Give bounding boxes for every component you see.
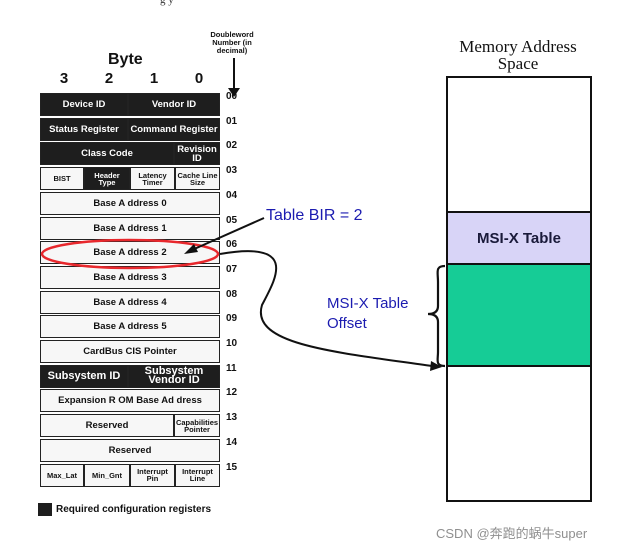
down-arrow-icon [228, 58, 240, 97]
register-base-a-ddress-3: Base A ddress 3 [40, 265, 220, 289]
register-base-a-ddress-4: Base A ddress 4 [40, 290, 220, 314]
register-bist: BIST [40, 167, 84, 191]
doubleword-number-15: 15 [226, 461, 238, 473]
doubleword-number-label: Doubleword Number (in decimal) [210, 30, 254, 55]
register-expansion-r-om-base-ad-dress: Expansion R OM Base Ad dress [40, 389, 220, 413]
register-reserved: Reserved [40, 438, 220, 462]
table-bir-arrowhead [184, 244, 198, 254]
register-row-09: Base A ddress 5 [40, 315, 220, 339]
byte-number-3: 3 [59, 70, 69, 87]
doubleword-number-06: 06 [226, 239, 238, 251]
doubleword-number-02: 02 [226, 140, 238, 152]
register-row-14: Reserved [40, 438, 220, 463]
register-subsystem-id: Subsystem ID [40, 364, 128, 388]
register-cache-line-size: Cache Line Size [175, 167, 220, 191]
base-address-2-highlight-ellipse [40, 238, 220, 270]
doubleword-number-04: 04 [226, 189, 238, 201]
register-cardbus-cis-pointer: CardBus CIS Pointer [40, 340, 220, 363]
register-revision-id: Revision ID [174, 142, 220, 166]
offset-label-line-2: Offset [327, 315, 367, 332]
byte-header-title: Byte [108, 51, 143, 68]
byte-number-0: 0 [194, 70, 204, 87]
table-bir-arrow [191, 217, 265, 251]
msix-table-offset-region [446, 263, 592, 367]
register-row-07: Base A ddress 3 [40, 265, 220, 290]
register-base-a-ddress-2: Base A ddress 2 [40, 241, 220, 265]
register-row-08: Base A ddress 4 [40, 290, 220, 315]
offset-curve-arrowhead [430, 361, 442, 371]
register-status-register: Status Register [40, 117, 128, 141]
register-command-register: Command Register [128, 117, 220, 141]
register-latency-timer: Latency Timer [130, 167, 175, 191]
doubleword-number-08: 08 [226, 288, 238, 300]
caption-fragment: g y [160, 0, 174, 6]
doubleword-number-13: 13 [226, 412, 238, 424]
doubleword-number-01: 01 [226, 115, 238, 127]
msix-table-block: MSI-X Table [446, 211, 592, 265]
register-base-a-ddress-5: Base A ddress 5 [40, 315, 220, 339]
doubleword-number-03: 03 [226, 165, 238, 177]
register-min-gnt: Min_Gnt [84, 463, 130, 487]
doubleword-number-12: 12 [226, 387, 238, 399]
byte-number-2: 2 [104, 70, 114, 87]
register-row-10: CardBus CIS Pointer [40, 340, 220, 364]
doubleword-number-14: 14 [226, 436, 238, 448]
watermark: CSDN @奔跑的蜗牛super [436, 526, 588, 541]
doubleword-number-10: 10 [226, 338, 238, 349]
register-row-06: Base A ddress 2 [40, 241, 220, 265]
register-device-id: Device ID [40, 93, 128, 116]
register-header-type: Header Type [84, 167, 130, 191]
register-vendor-id: Vendor ID [128, 93, 220, 116]
byte-number-1: 1 [149, 70, 159, 87]
doubleword-number-09: 09 [226, 313, 238, 325]
register-max-lat: Max_Lat [40, 463, 84, 487]
register-capabilities-pointer: Capabilities Pointer [174, 414, 220, 438]
doubleword-number-00: 00 [226, 91, 238, 102]
register-row-04: Base A ddress 0 [40, 191, 220, 216]
legend-label: Required configuration registers [56, 504, 212, 515]
doubleword-number-05: 05 [226, 214, 238, 226]
doubleword-number-11: 11 [226, 362, 237, 374]
table-bir-annotation: Table BIR = 2 [266, 207, 363, 224]
offset-label-line-1: MSI-X Table [327, 295, 409, 312]
base-address-to-offset-curve [219, 250, 433, 367]
offset-span-brace [427, 264, 446, 368]
msix-table-offset-annotation: MSI-X Table Offset [327, 294, 408, 334]
register-subsystem-vendor-id: Subsystem Vendor ID [128, 364, 220, 388]
register-interrupt-pin: Interrupt Pin [130, 463, 175, 487]
register-class-code: Class Code [40, 142, 174, 166]
register-reserved: Reserved [40, 414, 174, 438]
required-register-swatch [38, 503, 52, 516]
doubleword-number-07: 07 [226, 263, 238, 275]
register-row-12: Expansion R OM Base Ad dress [40, 389, 220, 413]
memory-address-space-title: Memory Address Space [459, 37, 577, 73]
register-interrupt-line: Interrupt Line [175, 463, 220, 487]
register-base-a-ddress-0: Base A ddress 0 [40, 191, 220, 215]
